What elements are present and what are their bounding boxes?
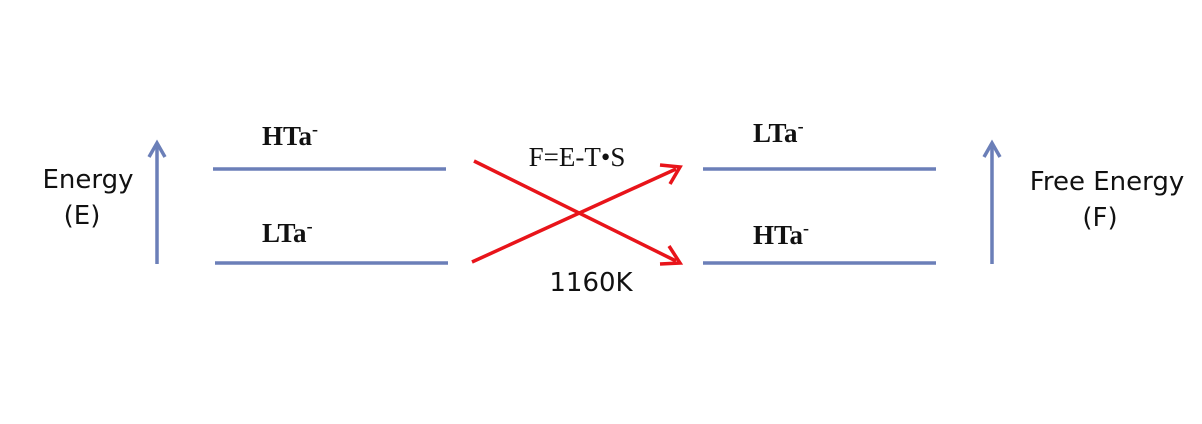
crossing-arrow-down-head [659, 245, 684, 266]
right-upper-level-label: LTa- [753, 116, 804, 148]
energy-axis-label-line1: Energy [42, 165, 133, 195]
crossing-arrow-down [473, 159, 677, 263]
energy-axis-label-line2: (E) [64, 201, 101, 231]
left-lower-level-label: LTa- [262, 216, 313, 248]
right-lower-level-label: HTa- [753, 218, 809, 250]
free-energy-axis-label-line2: (F) [1082, 203, 1117, 233]
left-upper-level-label: HTa- [262, 119, 318, 151]
free-energy-axis-label-line1: Free Energy [1030, 167, 1184, 197]
crossing-arrow-up [471, 167, 677, 264]
free-energy-axis-arrowhead [982, 139, 1002, 158]
free-energy-formula: F=E-T•S [529, 142, 626, 172]
crossing-arrow-up-head [659, 163, 683, 185]
energy-axis-arrowhead [147, 139, 167, 158]
temperature-label: 1160K [549, 268, 633, 298]
